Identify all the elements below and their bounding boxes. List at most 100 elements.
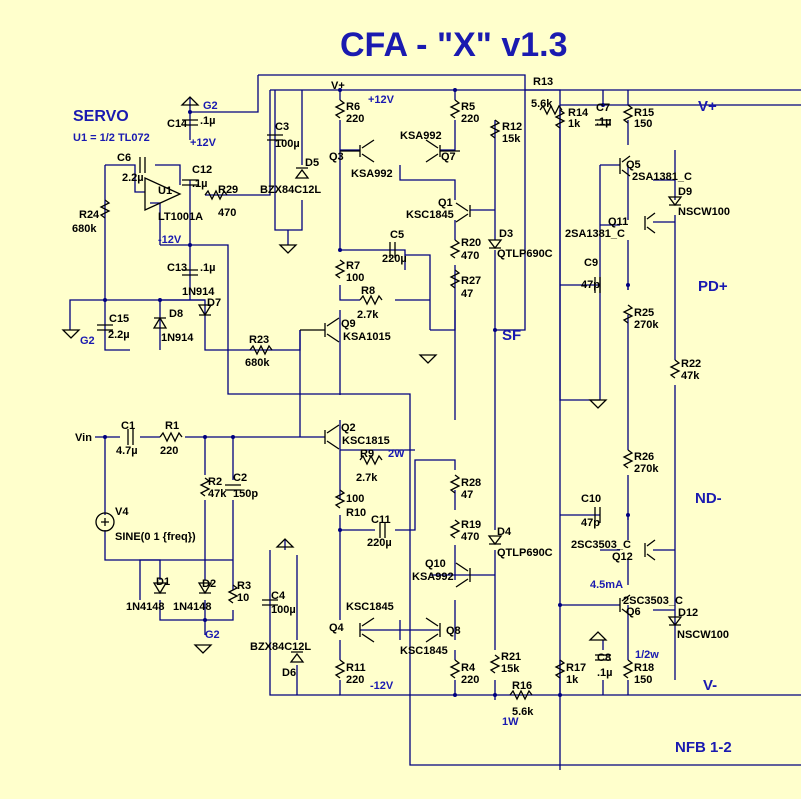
value-q4: KSC1845 bbox=[346, 601, 394, 613]
resistor-r11 bbox=[334, 659, 346, 679]
label-u1: U1 bbox=[158, 185, 172, 197]
resistor-r12 bbox=[489, 119, 501, 139]
cap-c15 bbox=[97, 324, 113, 331]
value-r22: 47k bbox=[681, 370, 700, 382]
rail-nd-minus: ND- bbox=[695, 490, 722, 507]
label-vin: Vin bbox=[75, 432, 92, 444]
label-c4: C4 bbox=[271, 590, 286, 602]
label-d1: D1 bbox=[156, 576, 170, 588]
resistor-r21 bbox=[489, 654, 501, 674]
value-c5: 220µ bbox=[382, 253, 407, 265]
transistor-q4 bbox=[359, 617, 375, 643]
value-c12: .1µ bbox=[192, 178, 208, 190]
label-r8: R8 bbox=[361, 285, 375, 297]
value-c7: .1µ bbox=[596, 116, 612, 128]
value-r2: 47k bbox=[208, 488, 227, 500]
ground-7 bbox=[275, 538, 295, 548]
transistor-q3 bbox=[340, 139, 375, 163]
resistor-r10 bbox=[334, 489, 346, 509]
label-r12: R12 bbox=[502, 121, 522, 133]
label-q6: Q6 bbox=[626, 606, 641, 618]
label-q8: Q8 bbox=[446, 625, 461, 637]
value-d2: 1N4148 bbox=[173, 601, 212, 613]
rail-v-minus: V- bbox=[703, 677, 717, 694]
label-q4: Q4 bbox=[329, 622, 345, 634]
value-r11: 220 bbox=[346, 674, 364, 686]
label-r6: R6 bbox=[346, 101, 360, 113]
label-c13: C13 bbox=[167, 262, 187, 274]
cap-c11 bbox=[379, 522, 386, 538]
diode-d2 bbox=[197, 582, 213, 595]
value-q8: KSC1845 bbox=[400, 645, 448, 657]
label-p12-top: +12V bbox=[368, 94, 395, 106]
resistor-r4 bbox=[449, 659, 461, 679]
label-p12-servo: +12V bbox=[190, 137, 217, 149]
note-half-watt: 1/2w bbox=[635, 649, 659, 661]
value-d9: NSCW100 bbox=[678, 206, 730, 218]
value-r27: 47 bbox=[461, 288, 473, 300]
diode-d7 bbox=[197, 304, 213, 317]
label-r18: R18 bbox=[634, 662, 654, 674]
label-r11: R11 bbox=[346, 662, 366, 674]
diode-d4 bbox=[487, 535, 503, 546]
label-q11: Q11 bbox=[608, 216, 628, 228]
value-r26: 270k bbox=[634, 463, 659, 475]
rail-pd-plus: PD+ bbox=[698, 278, 728, 295]
ground-5 bbox=[193, 644, 213, 654]
resistor-r3 bbox=[227, 584, 239, 604]
label-q1: Q1 bbox=[438, 197, 453, 209]
zener-d6 bbox=[289, 651, 305, 663]
label-c10: C10 bbox=[581, 493, 601, 505]
diode-d8 bbox=[152, 316, 168, 329]
value-r18: 150 bbox=[634, 674, 652, 686]
label-r15: R15 bbox=[634, 107, 654, 119]
cap-c13 bbox=[182, 269, 198, 276]
label-vplus-small: V+ bbox=[331, 80, 345, 92]
label-r10: R10 bbox=[346, 507, 366, 519]
cap-c1 bbox=[127, 429, 134, 445]
value-r29: 470 bbox=[218, 207, 236, 219]
value-c15: 2.2µ bbox=[108, 329, 130, 341]
label-r25: R25 bbox=[634, 307, 654, 319]
label-c6: C6 bbox=[117, 152, 131, 164]
value-q11: 2SA1381_C bbox=[565, 228, 625, 240]
cap-c7 bbox=[595, 119, 611, 126]
resistor-r8 bbox=[359, 294, 383, 306]
value-c6: 2.2µ bbox=[122, 172, 144, 184]
label-r26: R26 bbox=[634, 451, 654, 463]
label-d8: D8 bbox=[169, 308, 183, 320]
value-r24: 680k bbox=[72, 223, 97, 235]
label-q10: Q10 bbox=[425, 558, 446, 570]
resistor-r26 bbox=[622, 449, 634, 469]
value-c2: 150p bbox=[233, 488, 258, 500]
value-c3: 100µ bbox=[275, 138, 300, 150]
resistor-r20 bbox=[449, 239, 461, 259]
diode-d3 bbox=[487, 239, 503, 250]
label-d5: D5 bbox=[305, 157, 319, 169]
note-2w: 2W bbox=[388, 448, 405, 460]
value-c4: 100µ bbox=[271, 604, 296, 616]
label-r17: R17 bbox=[566, 662, 586, 674]
cap-c3 bbox=[267, 134, 283, 141]
label-d3: D3 bbox=[499, 228, 513, 240]
value-q5: 2SA1381_C bbox=[632, 171, 692, 183]
value-r13: 5.6k bbox=[531, 98, 553, 110]
label-r22: R22 bbox=[681, 358, 701, 370]
transistor-q12 bbox=[644, 539, 656, 561]
label-c11: C11 bbox=[371, 514, 391, 526]
label-c1: C1 bbox=[121, 420, 135, 432]
label-r20: R20 bbox=[461, 237, 481, 249]
label-r2: R2 bbox=[208, 476, 222, 488]
value-r1: 220 bbox=[160, 445, 178, 457]
label-d7: D7 bbox=[207, 297, 221, 309]
label-r16: R16 bbox=[512, 680, 532, 692]
value-r6: 220 bbox=[346, 113, 364, 125]
resistor-r5 bbox=[449, 99, 461, 119]
ground-8 bbox=[588, 631, 608, 641]
value-r7: 100 bbox=[346, 272, 364, 284]
resistor-r24 bbox=[99, 199, 111, 219]
label-q3: Q3 bbox=[329, 151, 344, 163]
symbols bbox=[61, 88, 683, 701]
ground-6 bbox=[180, 96, 200, 106]
